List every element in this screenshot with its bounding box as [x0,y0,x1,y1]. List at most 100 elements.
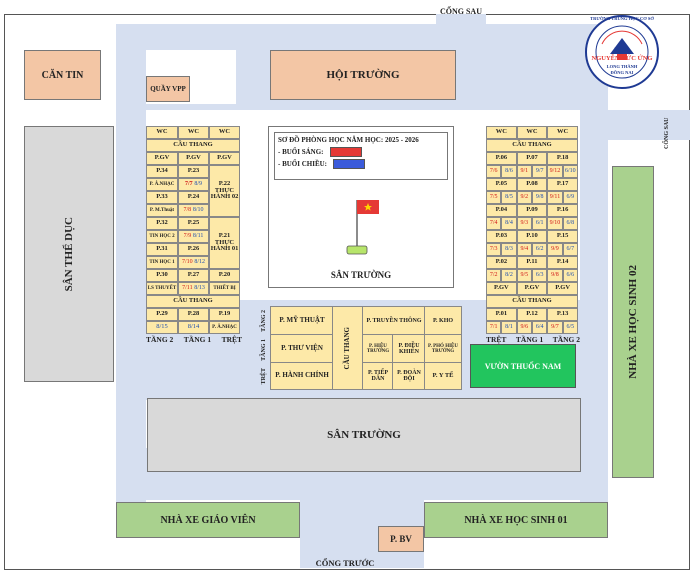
class-morning: 7/9 [183,233,192,240]
side-gate-label: CỔNG SAU [664,117,670,149]
class-afternoon: 8/11 [192,233,204,240]
floor-label: TẦNG 2 [261,309,267,332]
class-afternoon: 8/12 [194,259,205,266]
class-morning: 9/2 [516,191,532,204]
room-storage: P. KHO [424,306,462,336]
road-back-gate [436,14,486,34]
class-afternoon: 6/8 [562,217,578,230]
class-afternoon: 6/3 [531,269,548,282]
room-cell: WC [146,126,178,139]
logo-place2: ĐỒNG NAI [610,70,634,75]
guard-label: P. BV [390,534,412,544]
stair-middle-label: CẦU THANG [343,326,352,370]
hall: HỘI TRƯỜNG [270,50,456,100]
room-vice-principal: P. PHÓ HIỆU TRƯỞNG [424,334,462,364]
class-afternoon: 6/1 [531,217,548,230]
class-afternoon: 6/10 [562,165,578,178]
room-principal: P. HIỆU TRƯỞNG [362,334,394,364]
floor-label: TẦNG 1 [261,338,267,361]
room-cell: P.04 [486,204,517,217]
class-morning: 7/1 [486,321,502,334]
room-cell: WC [209,126,240,139]
class-morning: 9/1 [516,165,532,178]
class-morning: 9/8 [547,269,563,282]
legend-title: SƠ ĐỒ PHÒNG HỌC NĂM HỌC: 2025 - 2026 [278,136,419,144]
stair-left-top: CẦU THANG [146,139,240,152]
teacher-parking: NHÀ XE GIÁO VIÊN [116,502,300,538]
class-afternoon: 8/13 [194,285,205,292]
room-control: P. ĐIỀU KHIỂN [392,334,426,364]
class-morning: 7/4 [486,217,502,230]
logo-name: NGUYỄN ĐỨC ỨNG [591,55,653,62]
class-split: 7/9 8/11 [178,230,209,243]
hall-label: HỘI TRƯỜNG [326,69,400,81]
floor-label: TRỆT [486,335,507,344]
class-morning: 9/10 [547,217,563,230]
stair-right-top: CẦU THANG [486,139,578,152]
room-cell: P.17 [547,178,578,191]
room-cell: TIN HỌC 1 [146,256,178,269]
class-afternoon: 8/9 [194,181,202,188]
class-morning: 7/3 [486,243,502,256]
room-cell: P.27 [178,269,209,282]
room-cell: P.GV [209,152,240,165]
class-morning: 9/12 [547,165,563,178]
middle-admin-block: TẦNG 2 TẦNG 1 TRỆT P. MỸ THUẬT P. THƯ VI… [258,306,462,390]
class-morning: 7/10 [182,259,193,266]
room-cell: P.20 [209,269,240,282]
room-cell: P.30 [146,269,178,282]
canteen-label: CĂN TIN [41,69,84,81]
herb-garden-label: VƯỜN THUỐC NAM [484,361,562,371]
logo-year: 2001 [614,46,630,55]
room-cell: P.11 [516,256,548,269]
room-cell: P.10 [516,230,548,243]
room-cell: TIN HỌC 2 [146,230,178,243]
back-gate-label: CỔNG SAU [439,7,482,16]
room-cell: WC [178,126,209,139]
legend-afternoon: - BUỔI CHIỀU: [278,160,328,168]
room-cell: THIẾT BỊ [209,282,240,295]
room-cell: P.32 [146,217,178,230]
class-afternoon: 6/7 [562,243,578,256]
room-cell: P.GV [486,282,517,295]
logo-place1: LONG THÀNH [606,64,638,69]
floor-label: TẦNG 2 [146,335,174,344]
right-floor-labels: TRỆT TẦNG 1 TẦNG 2 [486,335,580,344]
class-morning: 9/3 [516,217,532,230]
class-afternoon: 9/8 [531,191,548,204]
room-art: P. MỸ THUẬT [270,306,334,336]
gym-label: SÂN THỂ DỤC [63,216,75,292]
road-left [116,24,146,524]
room-cell: 8/14 [178,321,209,334]
room-cell: P.05 [486,178,517,191]
room-cell: P. Â.NHẠC [146,178,178,191]
room-cell: P.16 [547,204,578,217]
guard-house: P. BV [378,526,424,552]
room-cell: P.09 [516,204,548,217]
class-morning: 9/9 [547,243,563,256]
class-morning: 7/7 [185,181,193,188]
courtyard-bottom-label: SÂN TRƯỜNG [327,429,401,441]
student-parking-01-label: NHÀ XE HỌC SINH 01 [464,514,568,526]
class-morning: 7/2 [486,269,502,282]
room-cell: P.06 [486,152,517,165]
room-cell: P.31 [146,243,178,256]
student-parking-02-label: NHÀ XE HỌC SINH 02 [627,265,639,379]
herb-garden: VƯỜN THUỐC NAM [470,344,576,388]
vpp-label: QUẦY VPP [150,85,186,93]
room-cell: P.GV [516,282,548,295]
room-cell: P. M.Thuật [146,204,178,217]
room-cell: P.23 [178,165,209,178]
class-split: 7/7 8/9 [178,178,209,191]
room-cell: P.24 [178,191,209,204]
school-logo [585,15,659,89]
right-classroom-block: WC WC WC CẦU THANG P.06 P.07 P.18 7/6 8/… [486,126,578,334]
class-afternoon: 8/1 [501,321,517,334]
room-cell: P.03 [486,230,517,243]
room-cell: P.15 [547,230,578,243]
teacher-parking-label: NHÀ XE GIÁO VIÊN [160,514,256,526]
student-parking-01: NHÀ XE HỌC SINH 01 [424,502,608,538]
class-afternoon: 6/5 [562,321,578,334]
vpp-kiosk: QUẦY VPP [146,76,190,102]
class-split: 7/10 8/12 [178,256,209,269]
